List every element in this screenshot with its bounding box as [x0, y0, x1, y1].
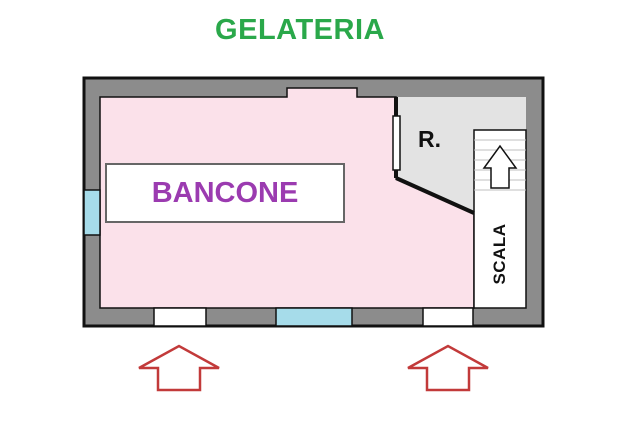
storage-door [392, 115, 401, 171]
bottom-window [275, 307, 353, 327]
plan-title: GELATERIA [215, 14, 385, 46]
left-entrance-arrow-icon [138, 344, 220, 392]
counter [105, 163, 345, 223]
counter-label: BANCONE [151, 176, 299, 209]
stairs-up-arrow-icon [482, 144, 518, 189]
stairs-label: SCALA [490, 223, 509, 285]
storage-label: R. [418, 126, 441, 152]
left-window [83, 189, 101, 236]
left-door [153, 307, 207, 327]
right-entrance-arrow-icon [407, 344, 489, 392]
storage-floor [396, 97, 526, 213]
storage-wall-diagonal [395, 176, 475, 215]
right-door [422, 307, 474, 327]
